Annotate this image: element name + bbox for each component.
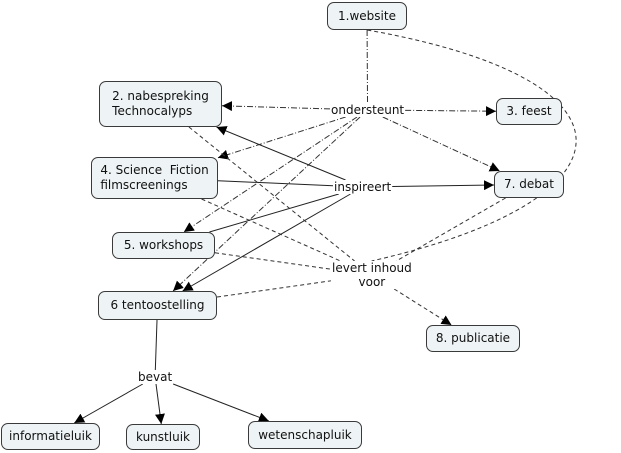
concept-kunstluik[interactable]: kunstluik <box>126 424 200 450</box>
connection-sciencefiction-to-levert <box>201 198 341 262</box>
connection-bevat-to-wetenschapluik <box>172 383 269 423</box>
concept-publicatie[interactable]: 8. publicatie <box>426 325 520 352</box>
connection-tentoonstelling-to-bevat <box>154 319 158 371</box>
connection-inspireert-to-tentoonstelling <box>182 193 351 292</box>
connection-inspireert-to-nabespreking <box>216 126 346 181</box>
concept-feest[interactable]: 3. feest <box>496 98 562 125</box>
connection-ondersteunt-to-nabespreking <box>221 101 331 112</box>
connection-bevat-to-informatieluik <box>73 383 144 424</box>
connection-inspireert-to-debat <box>392 180 495 191</box>
link-levert-inhoud-voor[interactable]: levert inhoud voor <box>331 261 413 289</box>
link-inspireert[interactable]: inspireert <box>333 180 393 194</box>
connection-levert-to-publicatie <box>393 288 452 326</box>
connection-website-to-levert <box>367 29 577 262</box>
connection-tentoonstelling-to-levert <box>216 280 332 298</box>
connection-ondersteunt-to-sciencefiction <box>217 116 346 160</box>
concept-wetenschapluik[interactable]: wetenschapluik <box>248 421 362 449</box>
connection-ondersteunt-to-tentoonstelling <box>172 116 361 292</box>
concept-science-fiction[interactable]: 4. Science Fiction filmscreenings <box>91 157 218 199</box>
connection-ondersteunt-to-debat <box>382 116 500 172</box>
connection-nabespreking-to-levert <box>188 126 355 262</box>
connection-ondersteunt-to-workshops <box>183 116 358 233</box>
connection-bevat-to-kunstluik <box>155 383 165 425</box>
connection-debat-to-levert <box>395 197 506 262</box>
concept-website[interactable]: 1.website <box>327 2 407 30</box>
concept-nabespreking[interactable]: 2. nabespreking Technocalyps <box>99 81 222 127</box>
concept-tentoonstelling[interactable]: 6 tentoostelling <box>98 291 217 320</box>
connection-workshops-to-inspireert <box>209 193 339 233</box>
concept-debat[interactable]: 7. debat <box>494 171 564 198</box>
connection-ondersteunt-to-feest <box>405 106 497 117</box>
connection-workshops-to-levert <box>214 252 332 270</box>
link-bevat[interactable]: bevat <box>137 370 174 384</box>
connection-sciencefiction-to-inspireert <box>217 180 334 187</box>
link-ondersteunt[interactable]: ondersteunt <box>330 103 406 117</box>
concept-workshops[interactable]: 5. workshops <box>112 232 215 259</box>
concept-informatieluik[interactable]: informatieluik <box>1 423 100 450</box>
